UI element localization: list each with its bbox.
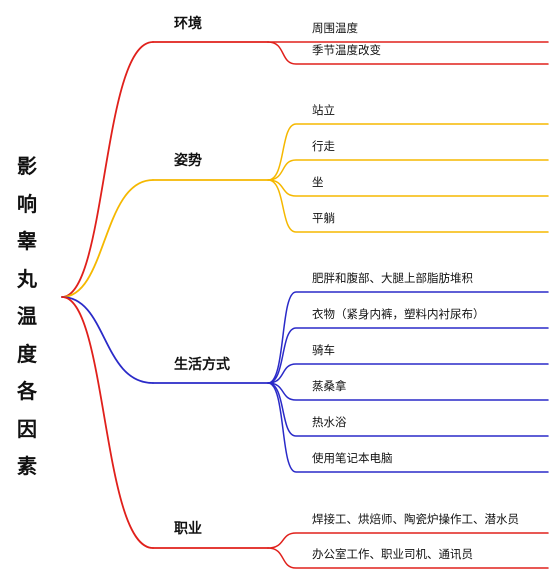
leaf-sedentary-occupations: 办公室工作、职业司机、通讯员 — [312, 547, 473, 561]
branch-label-occupation: 职业 — [174, 521, 202, 537]
leaf-obesity: 肥胖和腹部、大腿上部脂肪堆积 — [312, 271, 473, 285]
leaf-connector — [267, 532, 549, 549]
leaf-lying: 平躺 — [312, 211, 335, 225]
trunk-connector — [61, 296, 154, 549]
leaf-connector — [267, 159, 549, 181]
trunk-connector — [61, 179, 154, 298]
leaf-connector — [267, 179, 549, 233]
leaf-cycling: 骑车 — [312, 343, 335, 357]
branch-label-environment: 环境 — [174, 16, 202, 32]
root-title-text: 影响睾丸温度各因素 — [17, 154, 37, 478]
leaf-walking: 行走 — [312, 139, 335, 153]
leaf-connector — [267, 382, 549, 401]
leaf-connector — [267, 41, 549, 65]
leaf-connector — [267, 382, 549, 473]
leaf-connector — [267, 327, 549, 384]
leaf-heat-occupations: 焊接工、烘焙师、陶瓷炉操作工、潜水员 — [312, 512, 519, 526]
leaf-connector — [267, 547, 549, 569]
leaf-sitting: 坐 — [312, 175, 324, 189]
leaf-connector — [267, 291, 549, 384]
leaf-laptop: 使用笔记本电脑 — [312, 451, 393, 465]
leaf-seasonal-temperature: 季节温度改变 — [312, 43, 381, 57]
leaf-connector — [267, 363, 549, 384]
leaf-connector — [267, 382, 549, 437]
root-title: 影响睾丸温度各因素 — [10, 148, 44, 486]
branch-label-posture: 姿势 — [174, 153, 202, 169]
branch-label-lifestyle: 生活方式 — [174, 357, 230, 373]
leaf-standing: 站立 — [312, 103, 335, 117]
leaf-ambient-temperature: 周围温度 — [312, 21, 358, 35]
leaf-connector — [267, 123, 549, 181]
trunk-connector — [61, 296, 154, 384]
leaf-hot-bath: 热水浴 — [312, 415, 347, 429]
leaf-sauna: 蒸桑拿 — [312, 379, 347, 393]
leaf-clothing: 衣物（紧身内裤，塑料内衬尿布） — [312, 307, 485, 321]
trunk-connector — [61, 41, 154, 298]
leaf-connector — [267, 179, 549, 197]
